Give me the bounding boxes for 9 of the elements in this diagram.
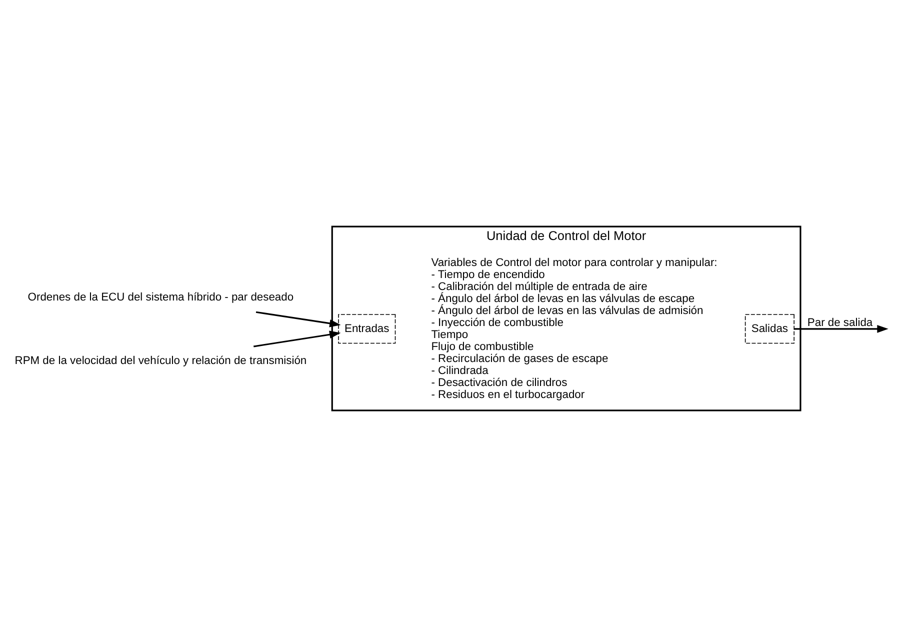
edge-label: Par de salida — [807, 316, 873, 329]
node-text: Variables de Control del motor para controlar y manipular: - Tiempo de encendido - Calibración del múltiple de entrada de aire - Ángulo del árbol de levas en las válvulas de escape - Ángulo del árbol de levas en las válvulas de admisión - Inyección de combustible Tiempo Flujo de combustible - Recirculación de gases de escape - Cilindrada - Desactivación de cilindros - Residuos en el turbocargador — [431, 256, 718, 401]
node-box: Salidas — [744, 314, 794, 344]
node-text: Ordenes de la ECU del sistema híbrido - par deseado — [28, 292, 294, 304]
arrow — [254, 330, 341, 348]
node-text: RPM de la velocidad del vehículo y relación de transmisión — [14, 354, 307, 367]
arrow — [256, 311, 341, 328]
arrow — [794, 324, 888, 333]
node-box: Entradas — [338, 314, 396, 344]
